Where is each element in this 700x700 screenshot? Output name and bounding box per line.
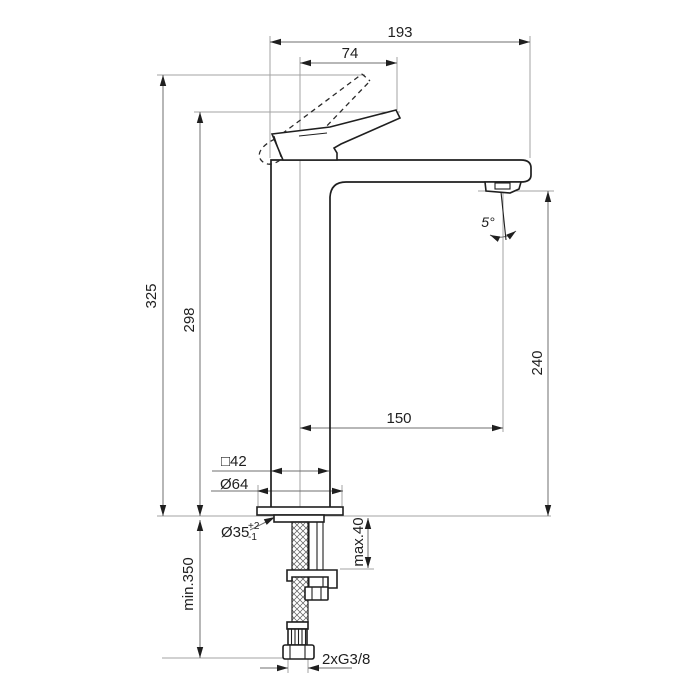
dashed-lever-tip bbox=[361, 73, 371, 82]
dim-label-dia35-tol-lower: -1 bbox=[248, 532, 257, 543]
hose-end-nut-facets bbox=[289, 645, 306, 659]
arrowhead bbox=[318, 467, 329, 475]
dim-label-connection: 2xG3/8 bbox=[322, 651, 370, 668]
arrowhead bbox=[544, 505, 552, 516]
hose-coupling-rib-lines bbox=[290, 629, 307, 645]
dim-label-min350: min.350 bbox=[180, 557, 197, 610]
hose-coupling-ribs bbox=[287, 628, 308, 646]
arrowhead bbox=[364, 518, 372, 529]
aerator-detail bbox=[494, 182, 511, 190]
arrowhead bbox=[196, 505, 204, 516]
water-stream-line bbox=[500, 191, 507, 241]
dim-label-max40: max.40 bbox=[350, 517, 367, 566]
faucet-body-outline bbox=[270, 159, 532, 507]
dim-label-dia35: Ø35 bbox=[221, 524, 249, 541]
threaded-rod-stub bbox=[308, 577, 324, 587]
arrowhead bbox=[196, 112, 204, 123]
arrowhead bbox=[386, 59, 397, 67]
arrowheads bbox=[159, 38, 552, 672]
arrowhead bbox=[159, 505, 167, 516]
arrowhead bbox=[492, 424, 503, 432]
arrowhead bbox=[271, 467, 282, 475]
dim-label-325: 325 bbox=[143, 283, 160, 308]
dim-label-dia64: Ø64 bbox=[220, 476, 248, 493]
dim-label-193: 193 bbox=[387, 24, 412, 41]
lever-raised-dashed bbox=[258, 73, 371, 165]
arrowhead bbox=[519, 38, 530, 46]
arrowhead bbox=[257, 487, 268, 495]
hose-end-nut bbox=[282, 644, 315, 660]
dim-label-298: 298 bbox=[181, 307, 198, 332]
arrowhead bbox=[300, 59, 311, 67]
arrowhead bbox=[308, 664, 319, 672]
arrowhead bbox=[159, 75, 167, 86]
mounting-nut-facets bbox=[311, 587, 322, 600]
arrowhead bbox=[332, 487, 343, 495]
arrowhead bbox=[544, 191, 552, 202]
arrowhead bbox=[277, 664, 288, 672]
hose-coupling-band bbox=[286, 621, 309, 630]
aerator bbox=[484, 181, 523, 194]
arrowhead-arc-right bbox=[506, 231, 516, 240]
threaded-rod bbox=[308, 522, 324, 570]
dim-label-150: 150 bbox=[386, 410, 411, 427]
dim-label-5deg: 5° bbox=[481, 214, 495, 230]
faucet-object bbox=[256, 73, 532, 660]
arrowhead bbox=[300, 424, 311, 432]
dashed-lever-edge bbox=[274, 73, 363, 140]
arrowhead-leader-35 bbox=[263, 517, 275, 525]
dashed-lever-cap bbox=[258, 138, 281, 165]
lever-handle bbox=[270, 109, 402, 161]
mounting-nut bbox=[304, 586, 329, 601]
dim-label-dia35-tol-upper: +2 bbox=[248, 521, 260, 532]
mounting-bracket bbox=[286, 569, 338, 589]
arrowhead-arc-left bbox=[490, 235, 501, 242]
arrowhead bbox=[196, 520, 204, 531]
dim-label-square42: □42 bbox=[221, 453, 247, 470]
lever-handle-detail bbox=[273, 132, 328, 158]
arrowhead bbox=[364, 557, 372, 568]
dimension-labels: 193 74 325 298 240 150 5° □42 Ø64 Ø35 +2… bbox=[143, 24, 546, 668]
base-flange bbox=[256, 506, 344, 516]
dim-label-74: 74 bbox=[342, 45, 359, 62]
dim-label-240: 240 bbox=[529, 350, 546, 375]
arrowhead bbox=[196, 647, 204, 658]
arrowhead bbox=[270, 38, 281, 46]
mounting-shank bbox=[273, 514, 325, 523]
